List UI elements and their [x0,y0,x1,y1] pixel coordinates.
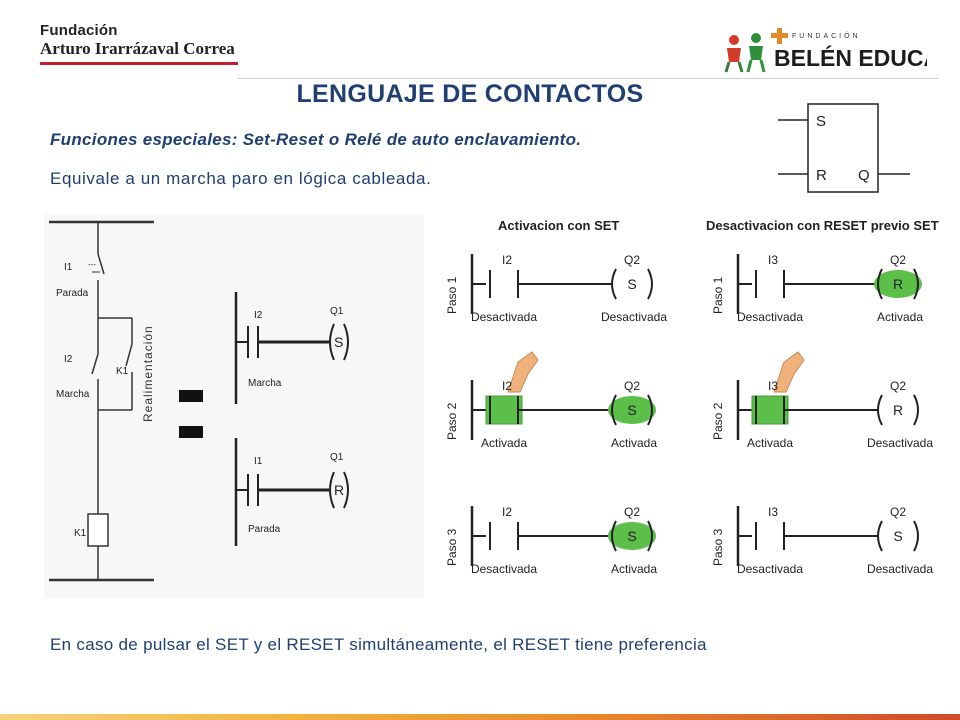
kid-icon [729,35,739,45]
hand-pointer-icon [773,351,805,393]
step-label: Paso 3 [711,528,725,566]
step-label: Paso 3 [445,528,459,566]
step-label: Paso 2 [445,402,459,440]
contact-active-highlight [751,395,789,425]
logo-left-line1: Fundación [40,22,118,39]
coil-symbol: S [627,402,636,418]
sr-block-diagram: S R Q [778,103,910,193]
coil-symbol: S [893,528,902,544]
coil-bracket [611,520,617,552]
wired-logic-diagram: --- I1 Parada I2 Marcha K1 K1 Realimenta… [44,214,424,598]
sr-q-label: Q [858,167,870,184]
coil-state: Desactivada [867,562,933,576]
footer-gradient-bar [0,714,960,720]
contact-state: Desactivada [737,562,803,576]
coil-state: Desactivada [601,310,667,324]
coil-active-highlight [608,396,656,424]
coil-symbol: R [893,276,903,292]
set-panel-heading: Activacion con SET [498,218,619,233]
step-label: Paso 1 [711,276,725,314]
mid-set-coil: Q1 [330,306,344,317]
logo-fundacion-arturo: Fundación Arturo Irarrázaval Correa [40,22,238,65]
wired-i1: I1 [64,262,73,273]
mid-reset-contact: I1 [254,456,263,467]
mid-reset-coil: Q1 [330,452,344,463]
coil-label: Q2 [890,379,906,393]
contact-label: I2 [502,505,512,519]
coil-bracket [611,394,617,426]
coil-state: Activada [611,562,657,576]
coil-symbol: S [627,276,636,292]
mid-set-symbol: S [334,334,343,350]
contact-state: Desactivada [471,562,537,576]
wired-i1-label: Parada [56,288,89,299]
coil-active-highlight [874,270,922,298]
contact-label: I3 [768,379,778,393]
contact-label: I2 [502,379,512,393]
equals-sign [179,390,203,402]
mid-set-label: Marcha [248,378,282,389]
coil-bracket [877,394,883,426]
coil-symbol: S [627,528,636,544]
wired-i2: I2 [64,354,73,365]
coil-bracket [913,268,919,300]
page-title: LENGUAJE DE CONTACTOS [296,80,644,108]
coil-bracket [647,268,653,300]
coil-active-highlight [608,522,656,550]
preference-note: En caso de pulsar el SET y el RESET simu… [50,635,707,654]
logo-right-small: FUNDACIÓN [792,31,861,40]
logo-left-line2: Arturo Irarrázaval Correa [40,39,235,58]
coil-label: Q2 [624,505,640,519]
contact-state: Desactivada [471,310,537,324]
hand-pointer-icon [507,351,539,393]
coil-label: Q2 [890,253,906,267]
sr-s-label: S [816,113,826,130]
header-divider [238,78,938,79]
contact-state: Activada [747,436,793,450]
step-label: Paso 1 [445,276,459,314]
coil-bracket [647,520,653,552]
coil-state: Activada [611,436,657,450]
coil-label: Q2 [624,379,640,393]
coil-bracket [647,394,653,426]
coil-state: Activada [877,310,923,324]
sr-r-label: R [816,167,827,184]
wired-k1-contact: K1 [116,366,129,377]
step-label: Paso 2 [711,402,725,440]
coil-bracket [877,268,883,300]
feedback-label: Realimentación [141,325,155,422]
contact-state: Desactivada [737,310,803,324]
mid-set-contact: I2 [254,310,263,321]
contact-state: Activada [481,436,527,450]
subtitle: Funciones especiales: Set-Reset o Relé d… [50,130,582,149]
coil-bracket [913,394,919,426]
wired-k1-coil: K1 [74,528,87,539]
logo-belen-educa: FUNDACIÓN BELÉN EDUCA [722,26,940,79]
logo-right-name: BELÉN EDUCA [774,44,927,71]
coil-label: Q2 [624,253,640,267]
mid-reset-label: Parada [248,524,281,535]
reset-panel-heading: Desactivacion con RESET previo SET [706,218,939,233]
svg-text:---: --- [88,260,96,269]
description: Equivale a un marcha paro en lógica cabl… [50,169,432,188]
contact-label: I3 [768,253,778,267]
coil-bracket [877,520,883,552]
coil-bracket [913,520,919,552]
coil-bracket [611,268,617,300]
coil-label: Q2 [890,505,906,519]
coil-state: Desactivada [867,436,933,450]
set-reset-steps-diagram: Activacion con SET Desactivacion con RES… [445,218,939,576]
logo-belen-educa-graphic: FUNDACIÓN BELÉN EDUCA [724,28,940,73]
contact-label: I2 [502,253,512,267]
logo-left-underline [40,62,238,65]
kid-icon [751,33,761,43]
coil-symbol: R [893,402,903,418]
contact-active-highlight [485,395,523,425]
contact-label: I3 [768,505,778,519]
mid-reset-symbol: R [334,482,344,498]
wired-i2-label: Marcha [56,389,90,400]
